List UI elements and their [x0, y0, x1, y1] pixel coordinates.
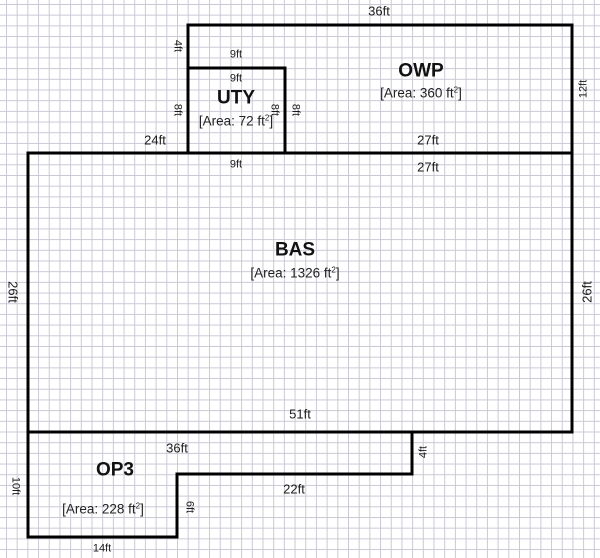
area-sup: 2 — [331, 265, 336, 275]
area-close: ] — [140, 501, 144, 517]
dim-owp-top: 36ft — [368, 3, 390, 19]
dim-owp-right: 12ft — [577, 79, 590, 99]
dim-op3-top: 36ft — [166, 440, 188, 456]
dim-uty-bottom: 9ft — [229, 158, 243, 171]
dim-op3-right-step: 4ft — [417, 445, 430, 459]
room-area-uty: [Area: 72 ft2] — [199, 114, 273, 128]
area-sup: 2 — [453, 85, 459, 95]
room-name-op3: OP3 — [95, 459, 135, 481]
room-name-bas: BAS — [274, 239, 316, 261]
dim-uty-left: 8ft — [171, 103, 184, 117]
dim-op3-left: 10ft — [9, 476, 22, 496]
owp-wall — [186, 23, 574, 155]
dim-bas-top-right: 27ft — [417, 159, 439, 175]
room-area-bas: [Area: 1326 ft2] — [250, 266, 339, 280]
op3-wall — [26, 430, 414, 539]
area-text: [Area: 228 ft — [62, 501, 136, 517]
bas-wall — [26, 151, 574, 434]
area-close: ] — [458, 85, 462, 101]
dim-bas-right: 26ft — [579, 281, 595, 303]
dim-bas-left: 26ft — [5, 281, 21, 303]
uty-wall — [186, 66, 287, 155]
room-area-owp: [Area: 360 ft2] — [380, 86, 462, 100]
dim-op3-inner-right: 6ft — [183, 500, 196, 514]
room-area-op3: [Area: 228 ft2] — [62, 502, 144, 516]
dim-op3-step-top: 22ft — [283, 481, 305, 497]
area-sup: 2 — [135, 501, 141, 511]
dim-owp-left-upper: 4ft — [171, 39, 184, 53]
dim-uty-right-inner: 8ft — [268, 103, 281, 117]
dim-bas-top-left: 24ft — [144, 132, 166, 148]
dim-uty-top-outer: 9ft — [229, 48, 243, 61]
area-close: ] — [335, 265, 340, 281]
area-sup: 2 — [264, 113, 270, 123]
dim-uty-right-outer: 8ft — [289, 103, 302, 117]
dim-bas-bottom: 51ft — [289, 406, 311, 422]
area-text: [Area: 72 ft — [198, 113, 265, 129]
dim-owp-bottom-inner: 27ft — [417, 132, 439, 148]
room-name-uty: UTY — [217, 87, 255, 109]
area-text: [Area: 1326 ft — [250, 265, 332, 281]
area-text: [Area: 360 ft — [380, 85, 454, 101]
room-name-owp: OWP — [398, 60, 444, 82]
dim-op3-bottom: 14ft — [92, 542, 112, 555]
dim-uty-top-inner: 9ft — [229, 72, 243, 85]
area-close: ] — [269, 113, 274, 129]
